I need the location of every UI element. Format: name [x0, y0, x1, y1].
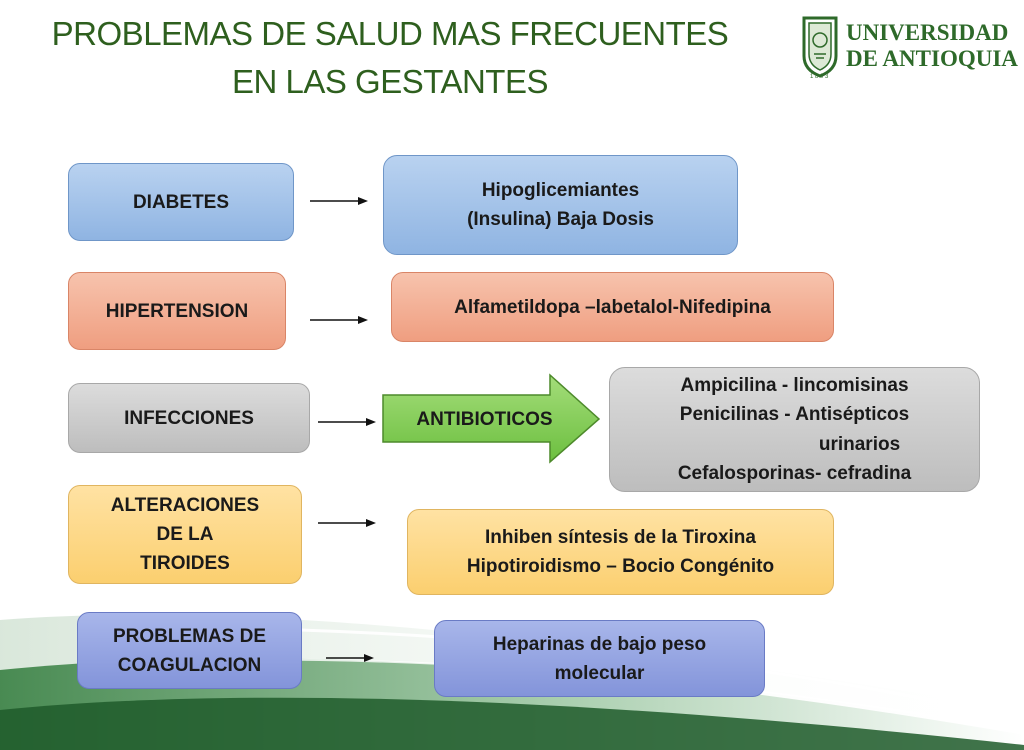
arrow-tiroides: [318, 519, 376, 527]
problem-label: TIROIDES: [140, 553, 230, 574]
university-name-line-1: UNIVERSIDAD: [846, 20, 1009, 45]
problem-box-infecciones: INFECCIONES: [68, 383, 310, 453]
treatment-line: Hipotiroidismo – Bocio Congénito: [466, 556, 775, 577]
arrow-infecciones: [318, 418, 376, 426]
antibioticos-block-arrow: [382, 373, 601, 464]
treatment-box-diabetes: Hipoglicemiantes (Insulina) Baja Dosis: [383, 155, 738, 255]
problem-box-tiroides: ALTERACIONES DE LA TIROIDES: [68, 485, 302, 584]
title-line-2: EN LAS GESTANTES: [232, 63, 548, 100]
university-logo: UNIVERSIDAD DE ANTIOQUIA 1 8 0 3: [800, 12, 1018, 82]
problem-box-coagulacion: PROBLEMAS DE COAGULACION: [77, 612, 302, 689]
problem-box-diabetes: DIABETES: [68, 163, 294, 241]
problem-label: HIPERTENSION: [105, 300, 249, 322]
antibioticos-label-box: ANTIBIOTICOS: [382, 396, 587, 442]
treatment-line: Alfametildopa –labetalol-Nifedipina: [454, 296, 771, 318]
university-name-line-2: DE ANTIOQUIA: [846, 46, 1018, 71]
problem-label: ALTERACIONES: [110, 495, 260, 516]
problem-label: DIABETES: [132, 191, 230, 213]
treatment-line: molecular: [554, 662, 645, 684]
problem-label: COAGULACION: [117, 654, 262, 676]
treatment-line: urinarios: [818, 433, 901, 455]
title-line-1: PROBLEMAS DE SALUD MAS FRECUENTES: [51, 15, 729, 52]
treatment-line: Inhiben síntesis de la Tiroxina: [484, 527, 756, 548]
arrow-hipertension: [310, 316, 368, 324]
treatment-line: Heparinas de bajo peso: [492, 633, 707, 655]
treatment-line: Hipoglicemiantes: [481, 180, 640, 201]
problem-label: PROBLEMAS DE: [112, 625, 267, 647]
treatment-box-hipertension: Alfametildopa –labetalol-Nifedipina: [391, 272, 834, 342]
treatment-box-infecciones: Ampicilina - lincomisinas Penicilinas - …: [609, 367, 980, 492]
problem-label: INFECCIONES: [124, 407, 254, 429]
arrow-diabetes: [310, 197, 368, 205]
university-name: UNIVERSIDAD DE ANTIOQUIA: [846, 20, 1018, 72]
treatment-line: Ampicilina - lincomisinas: [680, 374, 909, 396]
antibioticos-label: ANTIBIOTICOS: [416, 408, 553, 430]
arrow-coagulacion: [326, 654, 374, 662]
page-title: PROBLEMAS DE SALUD MAS FRECUENTES EN LAS…: [30, 10, 750, 106]
university-seal-icon: [802, 16, 838, 78]
treatment-box-tiroides: Inhiben síntesis de la Tiroxina Hipotiro…: [407, 509, 834, 595]
treatment-line: Cefalosporinas- cefradina: [677, 463, 912, 484]
treatment-line: Penicilinas - Antisépticos: [679, 404, 910, 425]
university-year: 1 8 0 3: [810, 74, 829, 80]
problem-label: DE LA: [156, 524, 214, 545]
problem-box-hipertension: HIPERTENSION: [68, 272, 286, 350]
treatment-box-coagulacion: Heparinas de bajo peso molecular: [434, 620, 765, 697]
treatment-line: (Insulina) Baja Dosis: [467, 209, 654, 230]
